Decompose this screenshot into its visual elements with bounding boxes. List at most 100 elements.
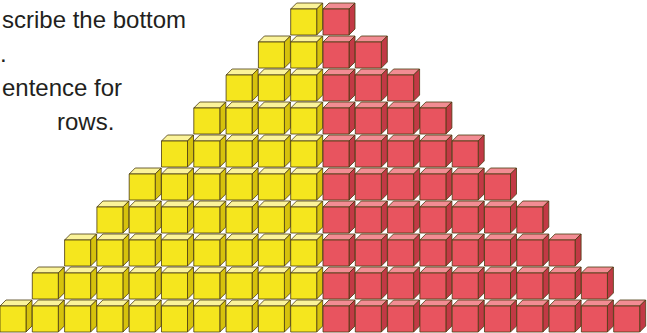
cube-face — [220, 234, 226, 266]
cube-face — [485, 240, 511, 266]
yellow-cube — [258, 69, 290, 101]
red-cube — [549, 234, 581, 266]
red-cube — [614, 300, 646, 332]
cube-face — [452, 174, 478, 200]
cube-face — [414, 135, 420, 167]
cube-face — [188, 168, 194, 200]
cube-face — [252, 69, 258, 101]
yellow-cube — [162, 234, 194, 266]
cube-face — [607, 300, 613, 332]
red-cube — [355, 234, 387, 266]
yellow-cube — [226, 135, 258, 167]
cube-face — [485, 273, 511, 299]
yellow-cube — [291, 300, 323, 332]
cube-face — [317, 267, 323, 299]
cube-face — [355, 108, 381, 134]
cube-face — [355, 75, 381, 101]
red-cube — [323, 300, 355, 332]
cube-face — [388, 75, 414, 101]
cube-face — [388, 207, 414, 233]
cube-face — [32, 273, 58, 299]
cube-face — [226, 75, 252, 101]
cube-face — [58, 300, 64, 332]
yellow-cube — [97, 267, 129, 299]
cube-face — [155, 234, 161, 266]
cube-face — [258, 141, 284, 167]
cube-face — [258, 75, 284, 101]
red-cube — [323, 69, 355, 101]
cube-face — [485, 207, 511, 233]
red-cube — [323, 234, 355, 266]
red-cube — [355, 300, 387, 332]
red-cube — [485, 267, 517, 299]
cube-face — [129, 240, 155, 266]
cube-face — [258, 273, 284, 299]
yellow-cube — [129, 201, 161, 233]
cube-face — [284, 36, 290, 68]
cube-face — [188, 135, 194, 167]
cube-face — [581, 273, 607, 299]
cube-face — [511, 234, 517, 266]
cube-face — [220, 300, 226, 332]
yellow-cube — [194, 300, 226, 332]
cube-face — [155, 201, 161, 233]
cube-face — [517, 273, 543, 299]
cube-face — [162, 141, 188, 167]
cube-face — [129, 174, 155, 200]
cube-face — [162, 273, 188, 299]
red-cube — [420, 168, 452, 200]
cube-face — [65, 240, 91, 266]
red-cube — [452, 300, 484, 332]
cube-face — [188, 201, 194, 233]
cube-face — [252, 201, 258, 233]
cube-face — [323, 108, 349, 134]
yellow-cube — [226, 102, 258, 134]
cube-face — [452, 240, 478, 266]
cube-face — [349, 300, 355, 332]
cube-face — [162, 174, 188, 200]
cube-face — [414, 69, 420, 101]
yellow-cube — [258, 168, 290, 200]
cube-face — [420, 108, 446, 134]
yellow-cube — [194, 234, 226, 266]
cube-face — [97, 240, 123, 266]
cube-face — [226, 207, 252, 233]
cube-face — [349, 102, 355, 134]
yellow-cube — [291, 69, 323, 101]
cube-face — [252, 135, 258, 167]
cube-face — [258, 306, 284, 332]
red-cube — [355, 201, 387, 233]
yellow-cube — [162, 300, 194, 332]
cube-face — [452, 273, 478, 299]
cube-face — [291, 306, 317, 332]
cube-face — [452, 306, 478, 332]
cube-face — [614, 306, 640, 332]
cube-face — [284, 168, 290, 200]
cube-face — [0, 306, 26, 332]
cube-face — [129, 207, 155, 233]
cube-face — [452, 141, 478, 167]
cube-face — [388, 108, 414, 134]
cube-face — [478, 135, 484, 167]
cube-face — [291, 75, 317, 101]
red-cube — [388, 300, 420, 332]
cube-face — [258, 42, 284, 68]
red-cube — [323, 3, 355, 35]
yellow-cube — [291, 135, 323, 167]
cube-face — [414, 300, 420, 332]
cube-face — [284, 267, 290, 299]
cube-face — [414, 234, 420, 266]
cube-face — [220, 201, 226, 233]
red-cube — [485, 300, 517, 332]
cube-face — [317, 3, 323, 35]
yellow-cube — [162, 135, 194, 167]
cube-face — [575, 267, 581, 299]
instruction-text: rows. — [57, 108, 114, 136]
yellow-cube — [194, 102, 226, 134]
red-cube — [355, 267, 387, 299]
cube-face — [194, 174, 220, 200]
cube-face — [388, 240, 414, 266]
yellow-cube — [162, 267, 194, 299]
cube-face — [349, 69, 355, 101]
cube-face — [291, 141, 317, 167]
